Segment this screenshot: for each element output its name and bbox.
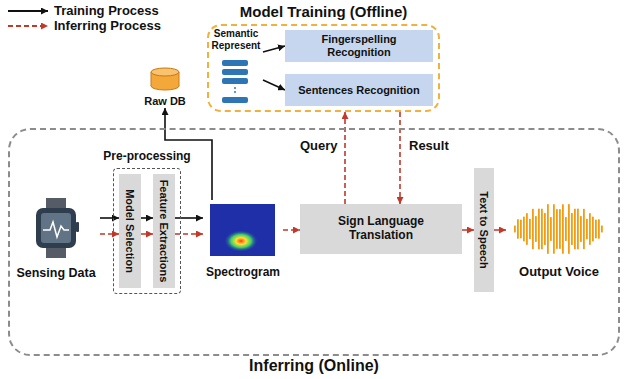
node-text: Output Voice: [519, 265, 599, 280]
node-text: Sign Language Translation: [305, 215, 457, 243]
wave-bar: [574, 209, 576, 250]
connector: [175, 217, 203, 219]
connector: [263, 80, 285, 90]
connector: [283, 229, 300, 231]
node-text: Sensing Data: [16, 266, 95, 280]
wave-bar: [532, 209, 534, 249]
wave-bar: [547, 204, 549, 254]
node-text: Raw DB: [144, 95, 186, 108]
legend-sample: [8, 10, 48, 12]
wave-bar: [520, 220, 522, 239]
wave-bar: [565, 217, 567, 241]
spectrogram-node: Spectrogram: [203, 200, 283, 280]
node-text: Fingerspelling Recognition: [290, 33, 428, 58]
legend-text: Training Process: [54, 3, 159, 18]
database-icon: [151, 68, 179, 90]
edge-label: Query: [298, 138, 340, 153]
wave-bar: [577, 209, 579, 250]
wave-bar: [598, 219, 600, 238]
wave-bar: [601, 226, 603, 233]
connector: [141, 217, 153, 219]
node-text: Model Selection: [124, 189, 137, 273]
process-box: Sentences Recognition: [285, 74, 433, 106]
region-title: Model Training (Offline): [147, 3, 500, 20]
watch-screen: [41, 213, 71, 243]
semantic-bars: [222, 60, 248, 103]
spectrogram-ground: [210, 204, 275, 256]
wave-bar: [514, 226, 516, 233]
wave-bar: [544, 213, 546, 245]
connector: [141, 233, 153, 235]
database-node: Raw DB: [137, 68, 193, 108]
spectrogram-blob: [224, 230, 258, 252]
process-box: Model Selection: [119, 174, 141, 288]
vector-bar: [222, 69, 248, 75]
waveform-icon: [514, 204, 603, 254]
wave-bar: [580, 216, 582, 242]
wave-bar: [592, 217, 594, 242]
semantic-block: Semantic Represent: [209, 28, 263, 108]
ellipsis-dot: [234, 91, 236, 93]
wave-bar: [571, 213, 573, 245]
node-text: Sentences Recognition: [298, 84, 420, 97]
connector: [263, 46, 285, 52]
legend-sample: [8, 25, 48, 27]
cylinder-side: [151, 72, 152, 86]
node-text: Spectrogram: [206, 266, 280, 280]
wave-bar: [529, 219, 531, 239]
region-title: Inferring (Online): [0, 357, 625, 375]
wave-bar: [586, 219, 588, 239]
node-text: Semantic Represent: [209, 28, 263, 51]
connector: [399, 112, 401, 204]
connector: [100, 217, 119, 219]
vector-bar: [222, 78, 248, 84]
preprocess-group: Pre-processingModel SelectionFeature Ext…: [113, 168, 181, 294]
wave-bar: [583, 209, 585, 249]
process-box: Feature Extractions: [153, 174, 175, 288]
wave-bar: [559, 209, 561, 249]
wave-bar: [523, 217, 525, 242]
wave-bar: [538, 209, 540, 250]
wave-bar: [562, 204, 564, 253]
wave-bar: [541, 209, 543, 250]
wave-bar: [535, 216, 537, 242]
watch-button: [76, 222, 79, 232]
wave-bar: [517, 219, 519, 238]
connector: [494, 229, 506, 231]
connector: [175, 233, 203, 235]
process-box: Fingerspelling Recognition: [285, 30, 433, 62]
online-region: Inferring (Online)Sensing DataPre-proces…: [8, 128, 620, 356]
connector: [344, 112, 346, 204]
wave-bar: [568, 204, 570, 254]
process-box: Sign Language Translation: [300, 204, 462, 254]
edge-label: Result: [407, 138, 451, 153]
connector: [100, 233, 119, 235]
wave-bar: [556, 209, 558, 249]
watch-icon: [36, 198, 79, 258]
ellipsis-dot: [234, 87, 236, 89]
wave-bar: [550, 217, 552, 241]
wave-bar: [553, 204, 555, 253]
node-text: Text to Speech: [478, 191, 491, 268]
vector-bar: [222, 60, 248, 66]
output-node: Output Voice: [506, 196, 612, 280]
watch-body: [36, 208, 76, 248]
sensor-node: Sensing Data: [12, 196, 100, 280]
wave-bar: [526, 213, 528, 245]
legend-text: Inferring Process: [54, 18, 161, 33]
connector: [462, 229, 474, 231]
heartbeat-line: [43, 222, 69, 237]
spectrogram-image: [210, 204, 275, 256]
cylinder-top: [151, 68, 179, 76]
wave-bar: [595, 220, 597, 239]
wave-bar: [589, 213, 591, 245]
offline-region: Model Training (Offline)Semantic Represe…: [207, 24, 440, 112]
vector-bar: [222, 97, 248, 103]
node-text: Feature Extractions: [158, 180, 171, 283]
cylinder-side: [179, 72, 180, 86]
region-title: Pre-processing: [53, 150, 241, 164]
process-box: Text to Speech: [474, 168, 494, 292]
